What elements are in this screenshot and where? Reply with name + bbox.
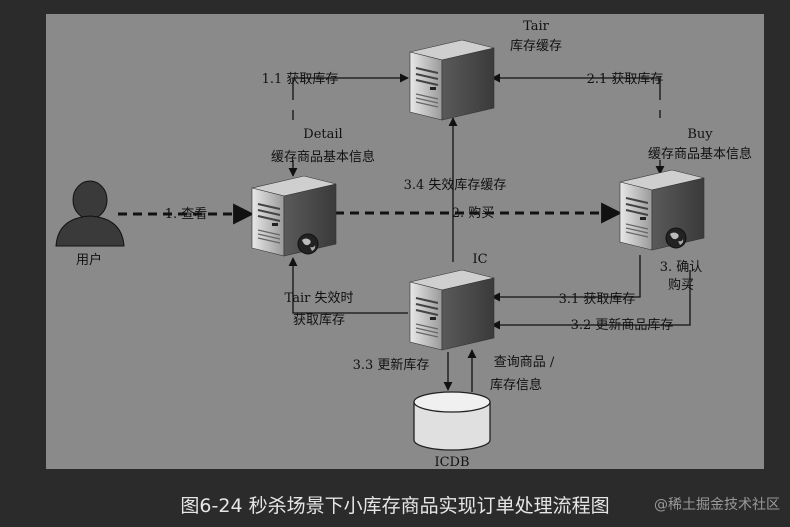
edge-tair-fail: [288, 257, 408, 314]
edge-label-confirm-2: 购买: [668, 277, 694, 293]
edge-label-invalidate-cache: 3.4 失效库存缓存: [404, 177, 507, 193]
edge-label-confirm-1: 3. 确认: [660, 260, 703, 275]
buy-subtitle: 缓存商品基本信息: [648, 146, 752, 162]
detail-title: Detail: [303, 127, 342, 142]
tair-title: Tair: [523, 19, 550, 34]
ic-server-icon: [409, 269, 495, 351]
user-icon: [55, 180, 125, 247]
edge-label-buy-get-stock: 2.1 获取库存: [587, 71, 664, 87]
ic-title: IC: [472, 252, 487, 267]
edge-label-update-stock: 3.3 更新库存: [353, 357, 430, 373]
edge-label-ic-update-stock: 3.2 更新商品库存: [571, 317, 674, 333]
edge-label-query-2: 库存信息: [490, 377, 542, 393]
watermark: @稀土掘金技术社区: [654, 497, 780, 513]
edge-label-view: 1. 查看: [165, 206, 208, 222]
tair-server-icon: [409, 39, 495, 121]
detail-server-icon: [251, 175, 337, 257]
buy-server-icon: [619, 169, 705, 251]
buy-title: Buy: [687, 127, 713, 142]
edge-label-tair-fail-2: 获取库存: [293, 312, 345, 328]
detail-subtitle: 缓存商品基本信息: [271, 149, 375, 165]
user-label: 用户: [76, 252, 102, 268]
edge-label-detail-get-stock: 1.1 获取库存: [262, 71, 339, 87]
edge-buy-get-stock: [491, 73, 661, 100]
icdb-database-icon: [413, 391, 491, 451]
globe-icon: [297, 233, 319, 255]
edge-ic-update-stock: [491, 270, 691, 330]
edge-label-tair-fail-1: Tair 失效时: [285, 291, 354, 306]
edge-label-ic-get-stock: 3.1 获取库存: [559, 291, 636, 307]
edge-ic-get-stock: [491, 255, 641, 302]
edge-label-query-1: 查询商品 /: [494, 355, 555, 370]
edge-detail-get-stock: [292, 73, 409, 100]
icdb-label: ICDB: [434, 455, 469, 470]
globe-icon: [665, 227, 687, 249]
tair-subtitle: 库存缓存: [510, 38, 562, 54]
edge-label-purchase: 2. 购买: [452, 205, 495, 221]
figure-caption: 图6-24 秒杀场景下小库存商品实现订单处理流程图: [180, 495, 610, 517]
